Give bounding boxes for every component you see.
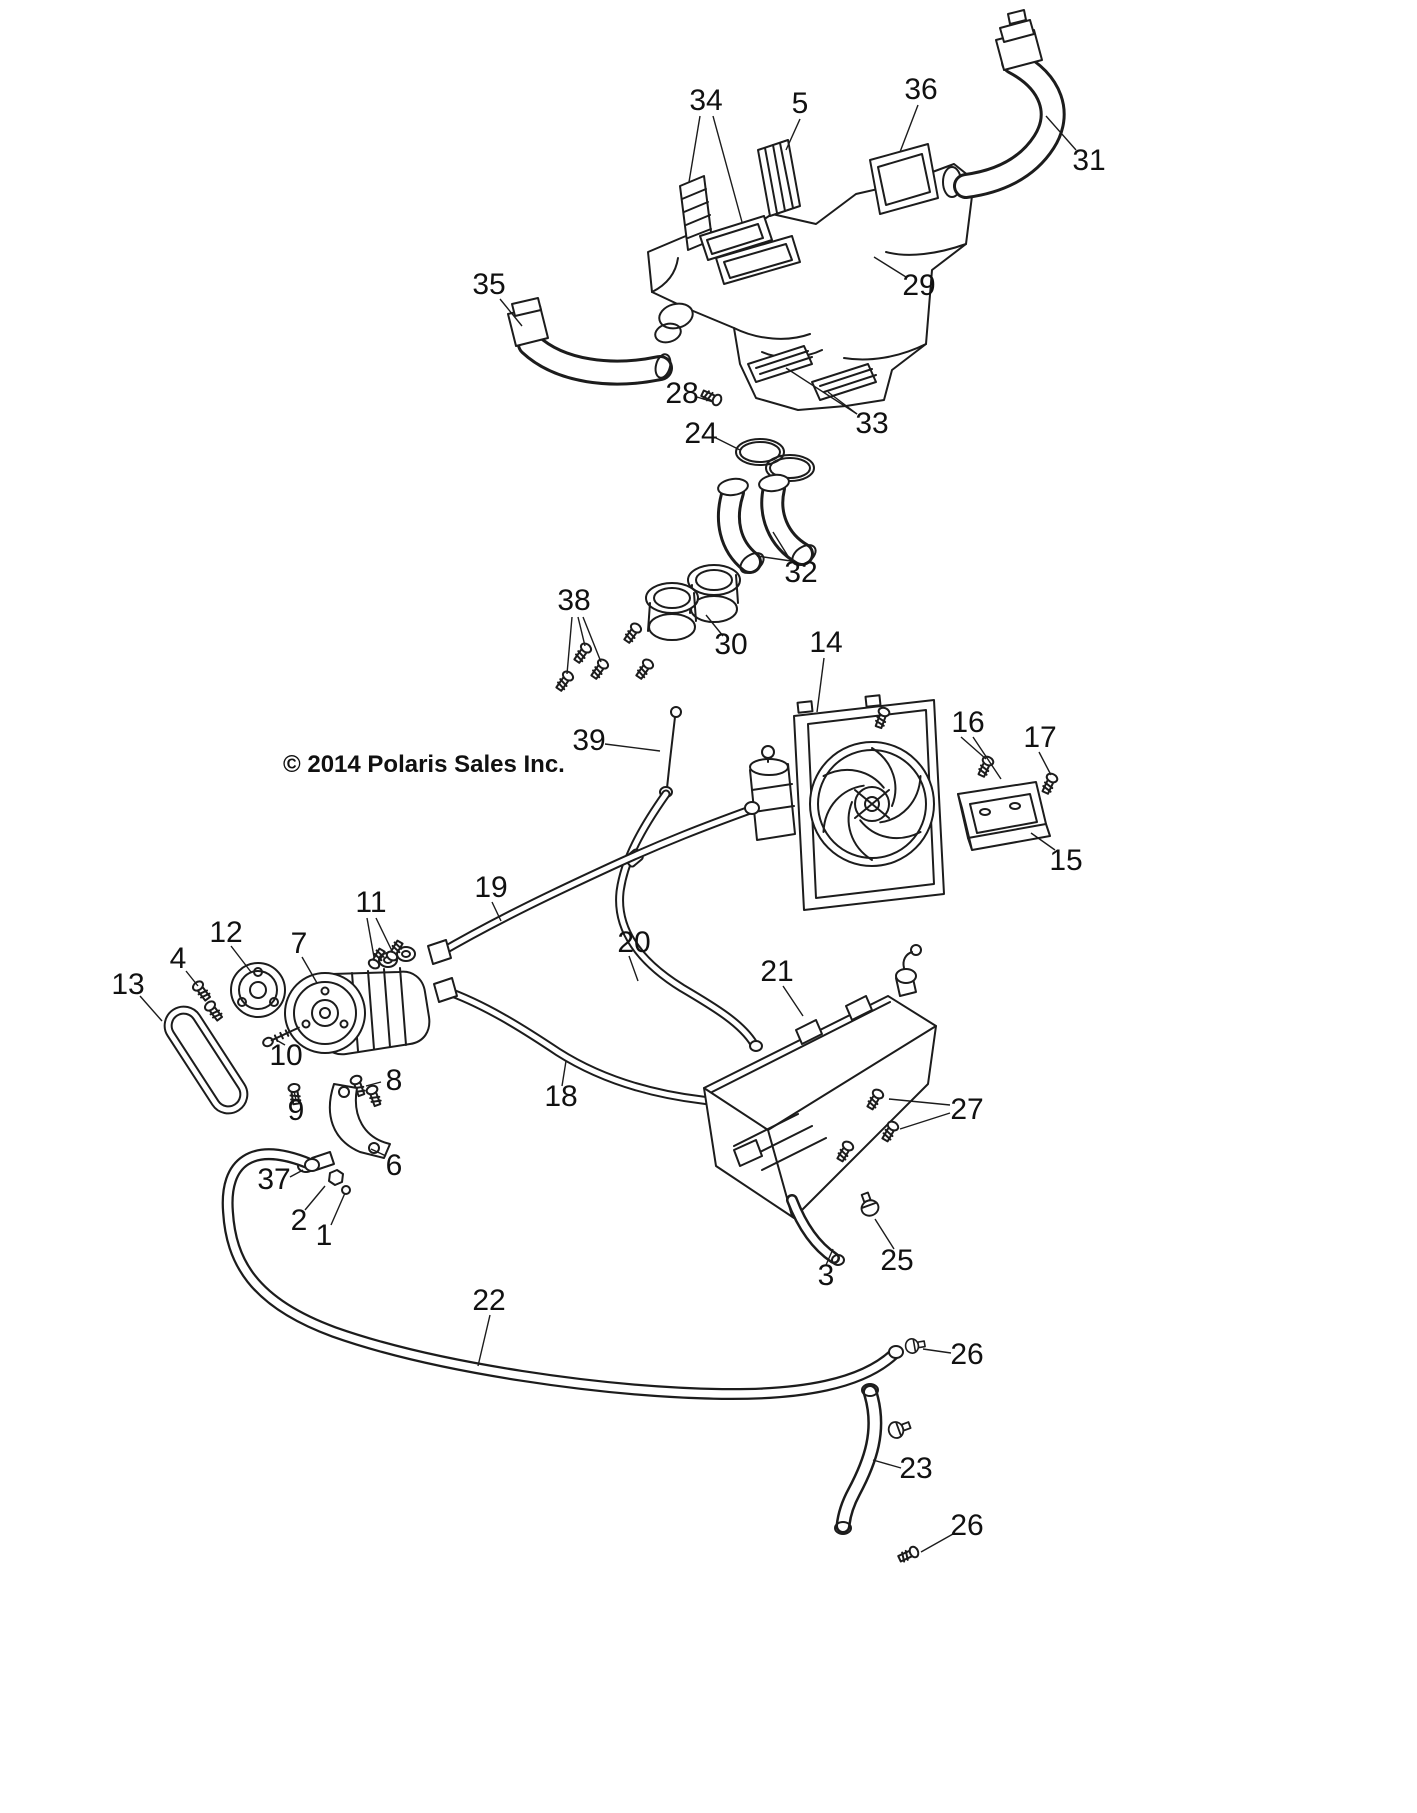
callout-32: 32 <box>784 556 818 589</box>
ac-hose-19 <box>427 801 760 965</box>
clamp-23-mid <box>885 1416 914 1441</box>
long-hose-22 <box>221 1148 904 1401</box>
callout-33: 33 <box>855 407 889 440</box>
vent-frame-36 <box>869 143 939 215</box>
callout-13: 13 <box>111 968 145 1001</box>
mount-bracket-15 <box>957 781 1051 851</box>
callout-21: 21 <box>760 955 794 988</box>
callout-1: 1 <box>315 1219 333 1252</box>
callout-2: 2 <box>290 1204 308 1237</box>
screw-28 <box>699 387 724 408</box>
evaporator-box-21 <box>703 944 937 1219</box>
callout-8: 8 <box>385 1064 403 1097</box>
callout-11: 11 <box>355 886 387 919</box>
callout-22: 22 <box>472 1284 506 1317</box>
bolt-4a <box>190 978 214 1004</box>
callout-15: 15 <box>1049 844 1083 877</box>
drive-belt-13 <box>163 1005 249 1115</box>
clamp-26a <box>903 1335 927 1356</box>
screw-17 <box>1039 771 1060 796</box>
callout-34: 34 <box>689 84 723 117</box>
hvac-duct-housing <box>647 163 975 411</box>
compressor-7 <box>284 946 431 1056</box>
leader-lines <box>139 104 1077 1553</box>
callout-38: 38 <box>557 584 591 617</box>
callout-31: 31 <box>1072 144 1106 177</box>
callout-26: 26 <box>950 1509 984 1542</box>
callout-25: 25 <box>880 1244 914 1277</box>
callout-4: 4 <box>169 942 187 975</box>
duct-collar <box>715 235 801 285</box>
callout-20: 20 <box>617 926 651 959</box>
callout-23: 23 <box>899 1452 933 1485</box>
callout-29: 29 <box>902 269 936 302</box>
clamp-26b <box>896 1544 921 1565</box>
drain-hose-3 <box>786 1194 845 1266</box>
callout-14: 14 <box>809 626 843 659</box>
callout-35: 35 <box>472 268 506 301</box>
receiver-drier <box>749 745 796 841</box>
screws-38 <box>553 620 656 694</box>
callout-5: 5 <box>791 87 809 120</box>
callout-9: 9 <box>287 1094 305 1127</box>
callout-7: 7 <box>290 927 308 960</box>
vent-grille-5 <box>757 139 801 217</box>
vent-slats-33 <box>747 345 877 401</box>
clutch-plate-12 <box>230 962 286 1018</box>
duct-hose-31 <box>953 9 1066 199</box>
round-ducts-30 <box>645 564 741 641</box>
callout-18: 18 <box>544 1080 578 1113</box>
callout-16: 16 <box>951 706 985 739</box>
bolt-4b <box>202 998 226 1024</box>
callout-19: 19 <box>474 871 508 904</box>
callout-27: 27 <box>950 1093 984 1126</box>
bolt-10 <box>262 1026 300 1048</box>
callout-39: 39 <box>572 724 606 757</box>
bracket-6 <box>328 1083 391 1159</box>
clamp-25 <box>855 1189 882 1220</box>
copyright-text: © 2014 Polaris Sales Inc. <box>283 751 565 778</box>
callout-3: 3 <box>817 1259 835 1292</box>
bolt-8b <box>364 1083 384 1108</box>
callout-17: 17 <box>1023 721 1057 754</box>
callout-24: 24 <box>684 417 718 450</box>
callout-6: 6 <box>385 1149 403 1182</box>
callout-30: 30 <box>714 628 748 661</box>
callout-26: 26 <box>950 1338 984 1371</box>
callout-10: 10 <box>269 1039 303 1072</box>
callout-37: 37 <box>257 1163 291 1196</box>
condenser-fan-14 <box>793 694 945 911</box>
vent-grille-34 <box>679 175 773 261</box>
duct-hose-35 <box>507 297 673 386</box>
elbow-ducts-32 <box>716 473 817 574</box>
callout-36: 36 <box>904 73 938 106</box>
drain-tube-23 <box>834 1383 883 1535</box>
callout-12: 12 <box>209 916 243 949</box>
sensor-hose-39 <box>615 706 763 1052</box>
callout-28: 28 <box>665 377 699 410</box>
o-rings-24 <box>735 438 815 482</box>
